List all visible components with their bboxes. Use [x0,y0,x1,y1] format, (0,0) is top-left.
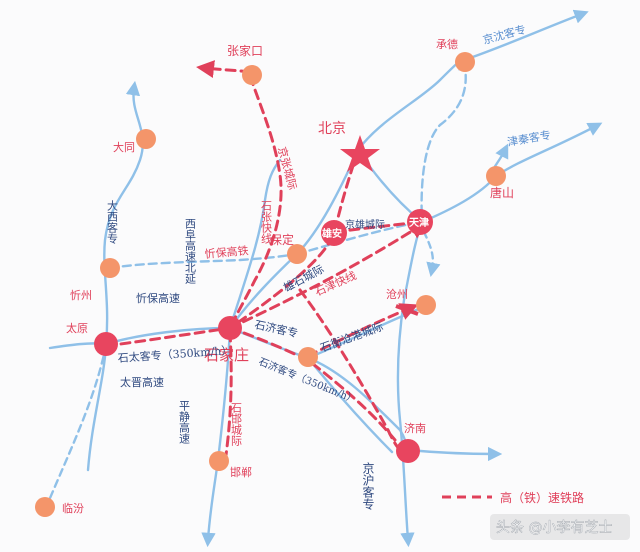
rail-baoding-tianjin [295,220,422,256]
rail-sjz-north [228,158,282,330]
label-ping-jing: 平静高速 [178,400,191,444]
label-jing-hu: 京沪客专 [361,462,375,510]
city-tianjin-marker [407,209,433,235]
rail-tianjin-south [396,220,424,548]
city-xiongan-marker [321,220,347,246]
label-jing-xiong: 京雄城际 [345,218,385,231]
city-linfen-marker [35,497,55,517]
high-speed-rail-lines [104,60,428,457]
label-xi-fu: 西阜高速北延 [184,218,197,285]
label-xiongan: 雄安 [321,227,342,240]
label-baoding: 保定 [270,232,294,247]
rail-hengshui-south [306,356,394,454]
label-shijiazhuang: 石家庄 [204,346,249,364]
label-tai-bao: 忻保高铁 [204,243,249,261]
label-datong: 大同 [113,140,135,154]
label-shi-ji-ke: 石济客专 [253,317,299,340]
hsr-zhangjiakou-sjz [228,74,283,330]
hsr-sjz-tianjin [228,221,428,330]
city-chengde-marker [455,52,475,72]
rail-jinan-east [406,446,503,462]
label-tai-jin: 太晋高速 [120,375,164,389]
hsr-taiyuan-sjz [104,326,232,348]
city-tangshan-marker [486,166,506,186]
rail-beijing-chengde [356,58,466,152]
label-beijing: 北京 [318,121,346,137]
hsr-sjz-handan [224,330,233,457]
label-da-xi: 大西客专 [106,199,119,245]
city-hengshui-marker [298,347,318,367]
city-datong-marker [136,129,156,149]
label-zhangjiakou: 张家口 [227,43,263,58]
rail-taiyuan-linfen [41,343,108,517]
watermark: 头条 @小李有芝士 [490,514,630,540]
label-chengde: 承德 [436,37,458,51]
hsr-beijing-xiongan [228,148,360,330]
watermark-text: 头条 @小李有芝士 [496,519,612,536]
label-shi-cang: 石衡沧港城际 [318,319,385,355]
hsr-jinghu-south [298,288,407,454]
hsr-hengshui-cangzhou [306,303,419,358]
label-bao-gao: 忻保高速 [136,291,180,305]
label-xinzhou: 忻州 [70,289,92,302]
hsr-cangzhou-stub [395,304,419,316]
label-handan: 邯郸 [230,465,252,479]
city-handan-marker [209,451,229,471]
city-shijiazhuang-marker [218,316,242,340]
city-xinzhou-marker [100,258,120,278]
rail-chengde-tianjin [420,54,473,224]
rail-taiyuan-sjz [104,326,232,346]
label-taiyuan: 太原 [66,322,88,335]
rail-xinzhou-baoding [108,252,299,270]
rail-chengde-ne [462,9,589,62]
line-labels: 京张城际 石张快线 京沈客专 津秦客专 京雄城际 忻保高铁 大西客专 西阜高速北… [106,22,552,510]
label-shi-han: 石邯城际 [230,402,243,447]
label-zhang-fast: 石张快线 [260,200,273,244]
label-jinan: 济南 [404,421,426,435]
city-cangzhou-marker [416,295,436,315]
legend-label: 高（铁）速铁路 [500,490,584,505]
label-cangzhou: 沧州 [386,287,408,301]
city-baoding-marker [287,244,307,264]
city-taiyuan-marker [94,332,118,356]
label-tianjin: 天津 [409,216,429,229]
legend: 高（铁）速铁路 [442,490,584,505]
rail-tianjin-dash [422,230,441,278]
city-labels: 张家口 承德 北京 大同 唐山 保定 雄安 天津 忻州 太原 石家庄 沧州 济南… [62,37,514,515]
city-zhangjiakou-marker [242,65,262,85]
label-linfen: 临汾 [62,501,84,515]
label-tangshan: 唐山 [490,185,514,200]
label-jing-shen: 京沈客专 [481,22,527,47]
star-icon [340,135,380,172]
label-jin-qin: 津秦客专 [506,128,552,149]
city-markers [35,52,506,517]
city-jinan-marker [396,439,420,463]
